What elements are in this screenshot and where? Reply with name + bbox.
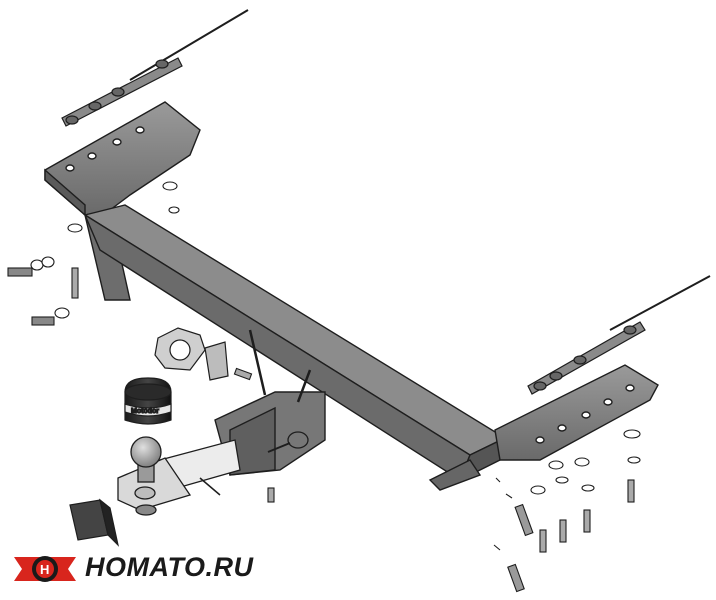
- right-tie-rod: [527, 275, 711, 395]
- homato-logo: H HOMATO.RU: [10, 545, 253, 593]
- ball-cover-cap: Motodor: [124, 377, 172, 425]
- left-tie-rod: [61, 9, 249, 127]
- hitch-pin-clip: [267, 431, 309, 453]
- receiver-plug-cover: [69, 498, 120, 547]
- hitch-receiver-housing: [214, 329, 326, 476]
- ball-cover-brand-text: Motodor: [131, 408, 159, 415]
- svg-text:H: H: [40, 562, 49, 577]
- logo-text: HOMATO.RU: [85, 552, 254, 582]
- right-bolts-washers: [493, 429, 641, 593]
- right-mounting-bracket: [428, 364, 659, 491]
- left-bolts-washers: [7, 181, 275, 503]
- electrical-socket-bracket: [154, 327, 229, 381]
- tow-ball: [130, 436, 162, 516]
- logo-emblem-icon: H: [14, 556, 76, 582]
